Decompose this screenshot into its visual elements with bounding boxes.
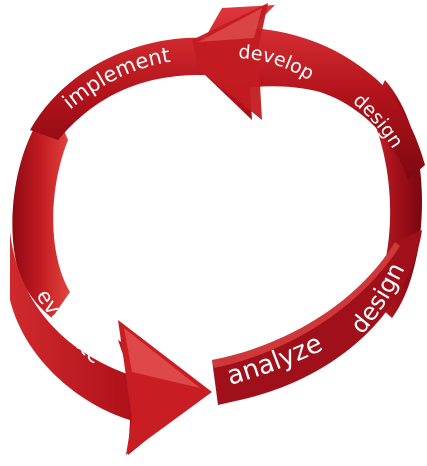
cycle-band-top — [30, 5, 425, 180]
cycle-band-left — [12, 102, 70, 318]
bottom-arrow-highlight — [124, 328, 200, 388]
cycle-band-bottom-right — [212, 230, 422, 405]
top-arrow-highlight — [198, 8, 262, 42]
